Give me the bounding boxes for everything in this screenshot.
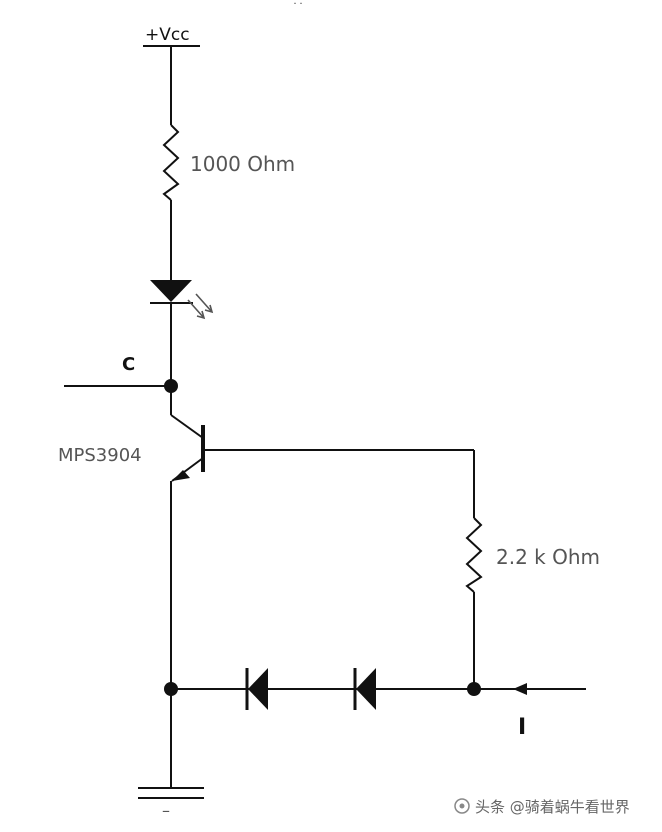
- ground-label: –: [162, 801, 170, 820]
- watermark-text: 头条 @骑着蜗牛看世界: [475, 798, 630, 816]
- resistor-r1: [162, 124, 180, 201]
- top-mark: ˙˙: [292, 1, 304, 15]
- transistor-label: MPS3904: [58, 445, 142, 466]
- camera-icon: [454, 798, 470, 814]
- current-arrow: [513, 683, 527, 695]
- watermark: 头条 @骑着蜗牛看世界: [454, 798, 630, 816]
- ground-icon: [138, 787, 204, 799]
- diode-icon: [245, 668, 268, 710]
- current-label: I: [518, 715, 526, 740]
- vcc-label: +Vcc: [145, 25, 190, 45]
- r1-label: 1000 Ohm: [190, 152, 295, 176]
- transistor-mps3904: [170, 386, 205, 482]
- current-node: [467, 682, 481, 696]
- collector-label: C: [122, 354, 135, 375]
- r2-label: 2.2 k Ohm: [496, 545, 600, 569]
- diode-icon: [353, 668, 376, 710]
- emitter-node: [164, 682, 178, 696]
- resistor-r2: [465, 517, 483, 593]
- led-icon: [150, 280, 214, 320]
